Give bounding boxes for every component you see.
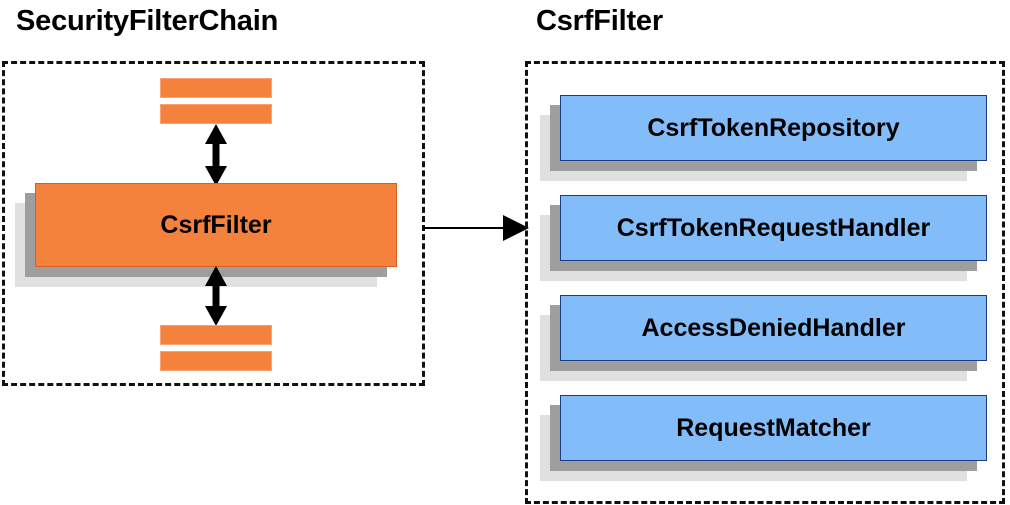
csrf-filter-card-label: CsrfFilter [160, 210, 272, 239]
arrow-above-csrffilter [205, 124, 227, 186]
component-card-label: AccessDeniedHandler [641, 313, 906, 342]
csrf-filter-card[interactable]: CsrfFilter [15, 183, 397, 287]
filter-bar-top-1 [160, 78, 272, 98]
component-card-label: CsrfTokenRequestHandler [616, 213, 931, 242]
component-card-label: CsrfTokenRepository [647, 113, 900, 142]
component-card-request-matcher[interactable]: RequestMatcher [540, 395, 987, 481]
filter-bar-bottom-2 [160, 351, 272, 371]
csrf-filter-container [525, 61, 1005, 504]
filter-bar-bottom-1 [160, 325, 272, 345]
component-card-access-denied-handler[interactable]: AccessDeniedHandler [540, 295, 987, 381]
component-card-csrf-token-repository[interactable]: CsrfTokenRepository [540, 95, 987, 181]
page-title-csrf-filter: CsrfFilter [536, 5, 663, 37]
filter-bar-top-2 [160, 104, 272, 124]
component-card-csrf-token-request-handler[interactable]: CsrfTokenRequestHandler [540, 195, 987, 281]
card-face: CsrfFilter [35, 183, 397, 267]
card-face: AccessDeniedHandler [560, 295, 987, 361]
arrow-left-to-right [423, 215, 529, 241]
page-title-security-filter-chain: SecurityFilterChain [16, 5, 279, 37]
card-face: CsrfTokenRepository [560, 95, 987, 161]
component-card-label: RequestMatcher [676, 413, 871, 442]
arrow-below-csrffilter [205, 266, 227, 326]
security-filter-chain-container [2, 61, 425, 386]
card-face: CsrfTokenRequestHandler [560, 195, 987, 261]
card-face: RequestMatcher [560, 395, 987, 461]
